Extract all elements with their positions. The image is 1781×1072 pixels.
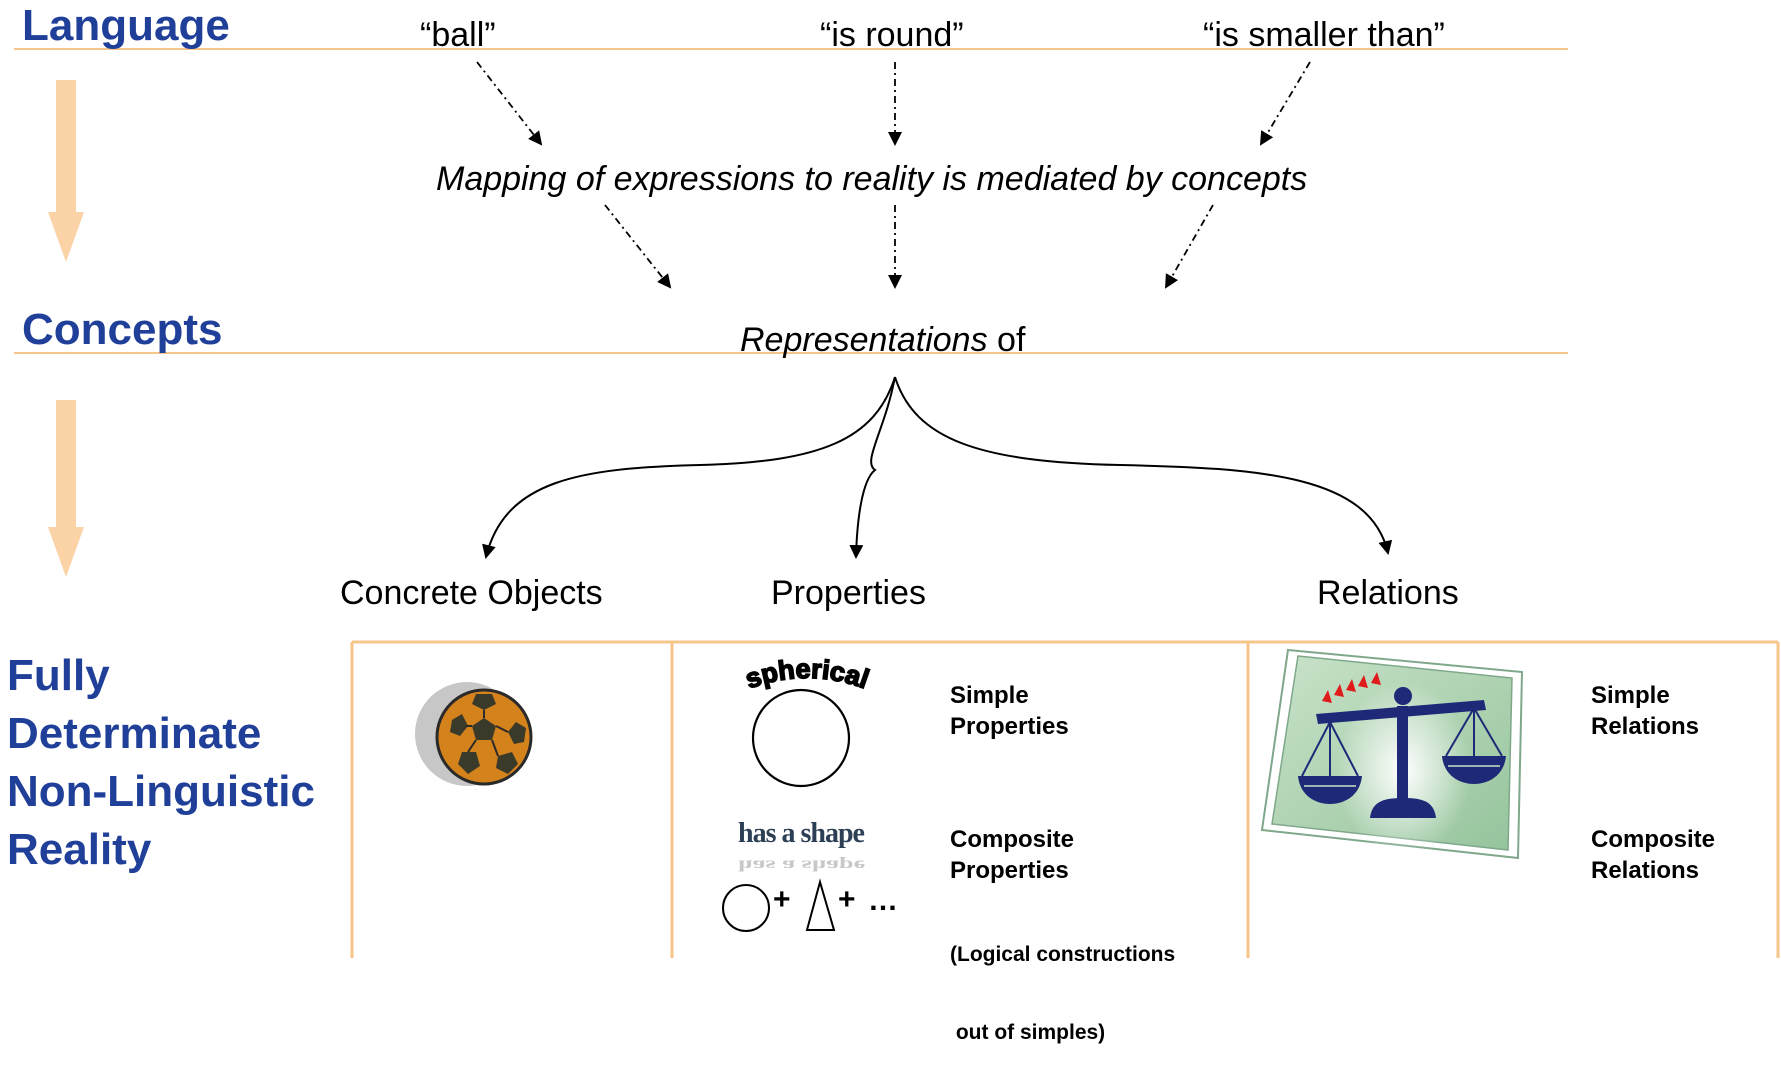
arrow-smaller-to-mapping [1259, 61, 1311, 146]
simple-relations-label: Simple Relations [1591, 680, 1699, 742]
down-arrow-icon [48, 80, 84, 262]
word-art-has-a-shape: has a shape has a shape [738, 818, 928, 874]
label-line: Composite [950, 826, 1075, 853]
arrow-mapping-to-repr-right [1165, 204, 1214, 289]
representations-of: of [987, 321, 1026, 359]
category-concrete-objects: Concrete Objects [340, 574, 603, 612]
label-line: Properties [950, 857, 1069, 884]
expression-is-smaller-than: “is smaller than” [1203, 16, 1445, 54]
reality-box [350, 640, 1780, 958]
branch-to-properties [849, 376, 896, 559]
label-line: Properties [950, 713, 1069, 740]
circle-icon [751, 688, 851, 788]
composite-properties-label: Composite Properties [950, 824, 1074, 886]
svg-text:spherical: spherical [742, 654, 873, 695]
branch-to-relations [894, 376, 1393, 555]
arrow-mapping-to-repr-left [604, 204, 672, 289]
representations-italic: Representations [740, 321, 988, 359]
plus-sign: + [773, 883, 791, 916]
level-reality: Fully Determinate Non-Linguistic Reality [7, 647, 315, 879]
level-reality-line: Reality [7, 825, 152, 874]
expression-ball: “ball” [420, 16, 496, 54]
note-line: (Logical constructions [950, 943, 1176, 966]
branch-to-objects [482, 376, 896, 559]
simple-properties-label: Simple Properties [950, 680, 1069, 742]
level-reality-line: Determinate [7, 709, 262, 758]
label-line: Composite [1591, 826, 1716, 853]
diagram-shapes [14, 48, 1780, 958]
label-line: Relations [1591, 857, 1700, 884]
level-reality-line: Non-Linguistic [7, 767, 315, 816]
label-line: Simple [950, 682, 1029, 709]
has-a-shape-text: has a shape [738, 818, 865, 849]
expression-is-round: “is round” [820, 16, 964, 54]
arrow-ball-to-mapping [476, 61, 543, 146]
has-a-shape-reflection: has a shape [738, 857, 866, 875]
level-reality-line: Fully [7, 651, 110, 700]
category-relations: Relations [1317, 574, 1459, 612]
level-concepts: Concepts [22, 305, 223, 354]
composite-relations-label: Composite Relations [1591, 824, 1715, 886]
plus-sign: + [838, 883, 856, 916]
down-arrow-icon [48, 400, 84, 577]
spherical-text: spherical [741, 653, 874, 695]
level-language: Language [22, 1, 230, 50]
soccer-ball-icon [415, 682, 533, 786]
representations-label: Representations of [740, 321, 1025, 360]
mediation-text: Mapping of expressions to reality is med… [436, 160, 1308, 198]
composite-note: (Logical constructions out of simples) [950, 890, 1175, 1072]
label-line: Relations [1591, 713, 1700, 740]
circle-icon [722, 884, 770, 932]
category-properties: Properties [771, 574, 926, 612]
triangle-icon [805, 878, 836, 931]
label-line: Simple [1591, 682, 1670, 709]
balance-scale-icon [1260, 648, 1524, 860]
ellipsis: … [868, 884, 898, 917]
word-art-spherical: spherical [741, 653, 874, 695]
note-line: out of simples) [950, 1021, 1106, 1044]
